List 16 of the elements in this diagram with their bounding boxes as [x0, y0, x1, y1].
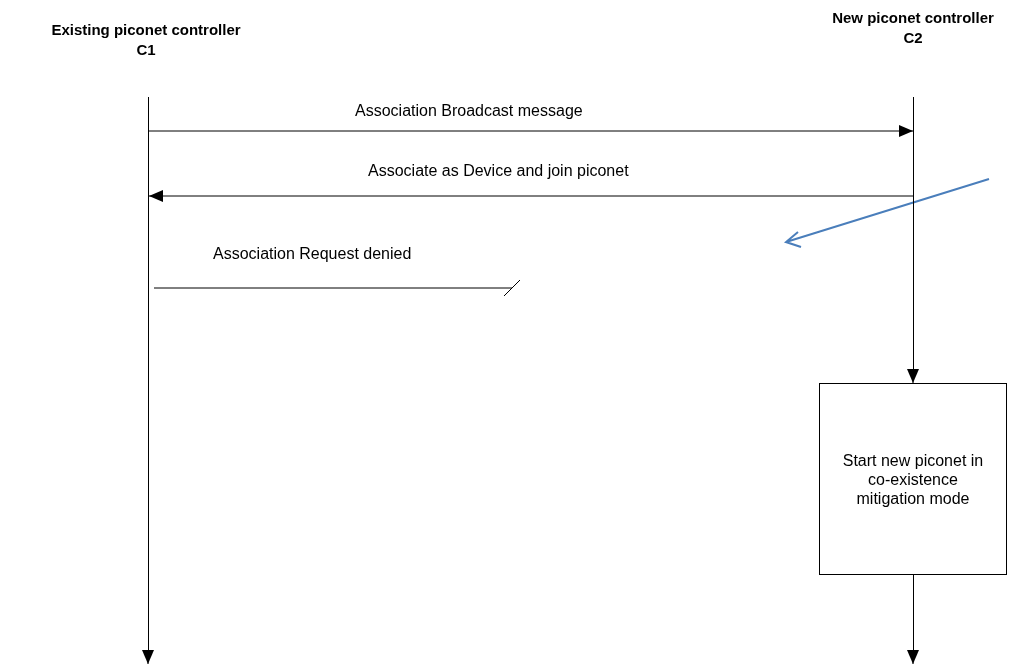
lifeline — [148, 97, 149, 650]
edge-label: Associate as Device and join piconet — [368, 161, 629, 181]
lifeline — [913, 97, 914, 369]
message-arrow — [148, 190, 914, 202]
lifeline-arrow — [907, 368, 919, 384]
edge-label: Association Broadcast message — [355, 101, 583, 121]
message-arrow — [148, 125, 914, 137]
participant-id: C1 — [136, 40, 156, 60]
participant-id: C2 — [903, 28, 923, 48]
participant-name: New piconet controller — [832, 8, 994, 28]
process-box: Start new piconet in co-existence mitigation mode — [819, 383, 1007, 575]
lifeline-arrow — [907, 649, 919, 665]
lifeline — [913, 575, 914, 650]
edge-label: Association Request denied — [213, 244, 412, 264]
participant-name: Existing piconet controller — [51, 20, 241, 40]
lifeline-arrow — [142, 649, 154, 665]
